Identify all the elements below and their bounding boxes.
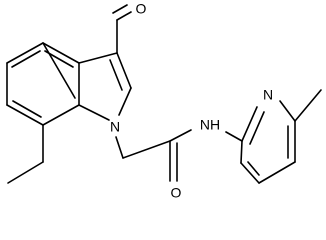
bond-c2py-npy-double xyxy=(249,111,265,145)
bond-nh-c2py xyxy=(225,131,243,142)
benzene-ring xyxy=(6,42,80,126)
amide-nh-label: NH xyxy=(200,117,220,133)
indole-nitrogen-label: N xyxy=(110,119,120,135)
structure-canvas: O N O NH N xyxy=(6,1,322,201)
bond-c3a-c4-ring xyxy=(42,42,80,64)
bond-c4-c5-double xyxy=(11,50,41,68)
bond-c3-c2-double xyxy=(109,59,123,91)
molecule-structure: O N O NH N xyxy=(6,1,322,201)
bond-c6py-methyl xyxy=(294,89,322,122)
bond-npy-c6py xyxy=(279,100,296,122)
pyridine-ring: N xyxy=(225,87,322,184)
amide-oxygen-label: O xyxy=(171,185,182,201)
bond-ch2-co xyxy=(122,140,171,159)
bond-c6-c7 xyxy=(6,104,44,126)
bond-n1-c7a xyxy=(78,104,110,121)
bond-c3py-c2py xyxy=(240,140,243,164)
bond-c3a-c4-double xyxy=(44,50,74,68)
bond-c2py-npy xyxy=(241,106,258,142)
bond-c4-c5 xyxy=(6,42,44,64)
ethyl-group xyxy=(7,124,44,184)
aldehyde-oxygen-label: O xyxy=(136,1,147,17)
bond-c6-c7-double xyxy=(12,100,42,118)
formyl-group: O xyxy=(112,1,147,54)
bond-c3-c2 xyxy=(116,52,132,89)
acetamide-linker: O NH xyxy=(115,117,220,201)
pyridine-nitrogen-label: N xyxy=(263,87,273,103)
bond-n1-ch2 xyxy=(115,136,124,159)
bond-c4py-c3py xyxy=(240,162,260,184)
bond-ch2-ch3 xyxy=(7,161,44,184)
bond-c4py-c3py-double xyxy=(247,161,260,176)
bond-c2-n1 xyxy=(118,87,132,116)
bond-cho-o-double xyxy=(112,4,128,14)
bond-c7-c7a xyxy=(42,104,80,126)
bond-co-nh xyxy=(169,129,192,142)
pyrrole-ring xyxy=(78,52,132,121)
bond-cho-o xyxy=(116,11,132,21)
bond-c3a-c3 xyxy=(78,52,118,64)
bond-c5py-c4py xyxy=(258,161,296,184)
